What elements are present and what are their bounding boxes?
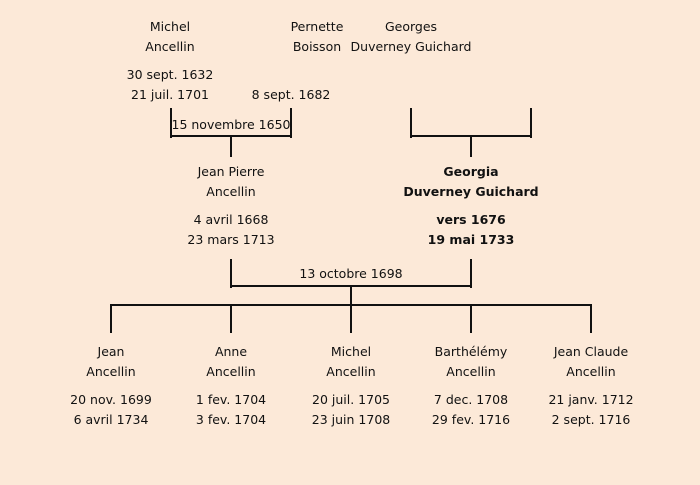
first-name: Jean Claude [553,344,629,359]
birth-date: 4 avril 1668 [193,212,269,227]
connector-line [470,135,472,157]
first-name: Georges [384,19,438,34]
last-name: Ancellin [446,364,496,379]
marriage-date-grandparents: 15 novembre 1650 [171,117,291,132]
death-date: 6 avril 1734 [73,412,149,427]
person-child: Barthélémy Ancellin 7 dec. 1708 29 fev. … [371,342,571,430]
connector-line [230,259,232,288]
last-name: Duverney Guichard [403,184,539,199]
first-name: Jean Pierre [197,164,265,179]
person-georgia-duverney-guichard: Georgia Duverney Guichard vers 1676 19 m… [371,162,571,250]
person-child: Jean Ancellin 20 nov. 1699 6 avril 1734 [11,342,211,430]
death-date: 19 mai 1733 [427,232,515,247]
connector-line [110,304,112,333]
person-child: Jean Claude Ancellin 21 janv. 1712 2 sep… [491,342,691,430]
last-name: Ancellin [206,364,256,379]
birth-date: 30 sept. 1632 [126,67,214,82]
connector-line [530,108,532,138]
birth-date: 21 janv. 1712 [548,392,634,407]
death-date-pernette: 8 sept. 1682 [251,87,331,102]
connector-line [350,285,352,306]
last-name: Ancellin [566,364,616,379]
death-date: 23 mars 1713 [187,232,275,247]
person-child: Michel Ancellin 20 juil. 1705 23 juin 17… [251,342,451,430]
first-name: Anne [214,344,248,359]
birth-date: 7 dec. 1708 [433,392,509,407]
last-name: Boisson [292,39,342,54]
death-date: 29 fev. 1716 [431,412,511,427]
birth-date: 20 juil. 1705 [312,392,390,407]
connector-line [350,304,352,333]
person-child: Anne Ancellin 1 fev. 1704 3 fev. 1704 [131,342,331,430]
first-name: Barthélémy [434,344,508,359]
connector-line [230,304,232,333]
person-jean-pierre-ancellin: Jean Pierre Ancellin 4 avril 1668 23 mar… [131,162,331,250]
first-name: Pernette [290,19,344,34]
connector-line [470,304,472,333]
connector-line [470,259,472,288]
last-name: Ancellin [86,364,136,379]
death-date: 3 fev. 1704 [195,412,267,427]
last-name: Ancellin [326,364,376,379]
last-name: Ancellin [206,184,256,199]
death-date: 2 sept. 1716 [551,412,631,427]
marriage-date-parents: 13 octobre 1698 [299,266,403,281]
connector-line [590,304,592,333]
birth-date: vers 1676 [436,212,506,227]
birth-date: 1 fev. 1704 [195,392,267,407]
last-name: Ancellin [145,39,195,54]
first-name: Michel [330,344,372,359]
last-name: Duverney Guichard [350,39,472,54]
person-pernette-boisson: Pernette Boisson [217,17,417,57]
birth-date: 20 nov. 1699 [70,392,152,407]
death-date: 21 juil. 1701 [131,87,209,102]
death-date: 23 juin 1708 [311,412,391,427]
person-michel-ancellin-sr: Michel Ancellin 30 sept. 1632 21 juil. 1… [70,17,270,105]
connector-line [230,135,232,157]
connector-line [410,108,412,138]
first-name: Jean [97,344,125,359]
person-georges-duverney-guichard: Georges Duverney Guichard [311,17,511,57]
connector-line [290,108,292,138]
connector-line [170,108,172,138]
first-name: Georgia [443,164,499,179]
first-name: Michel [149,19,191,34]
